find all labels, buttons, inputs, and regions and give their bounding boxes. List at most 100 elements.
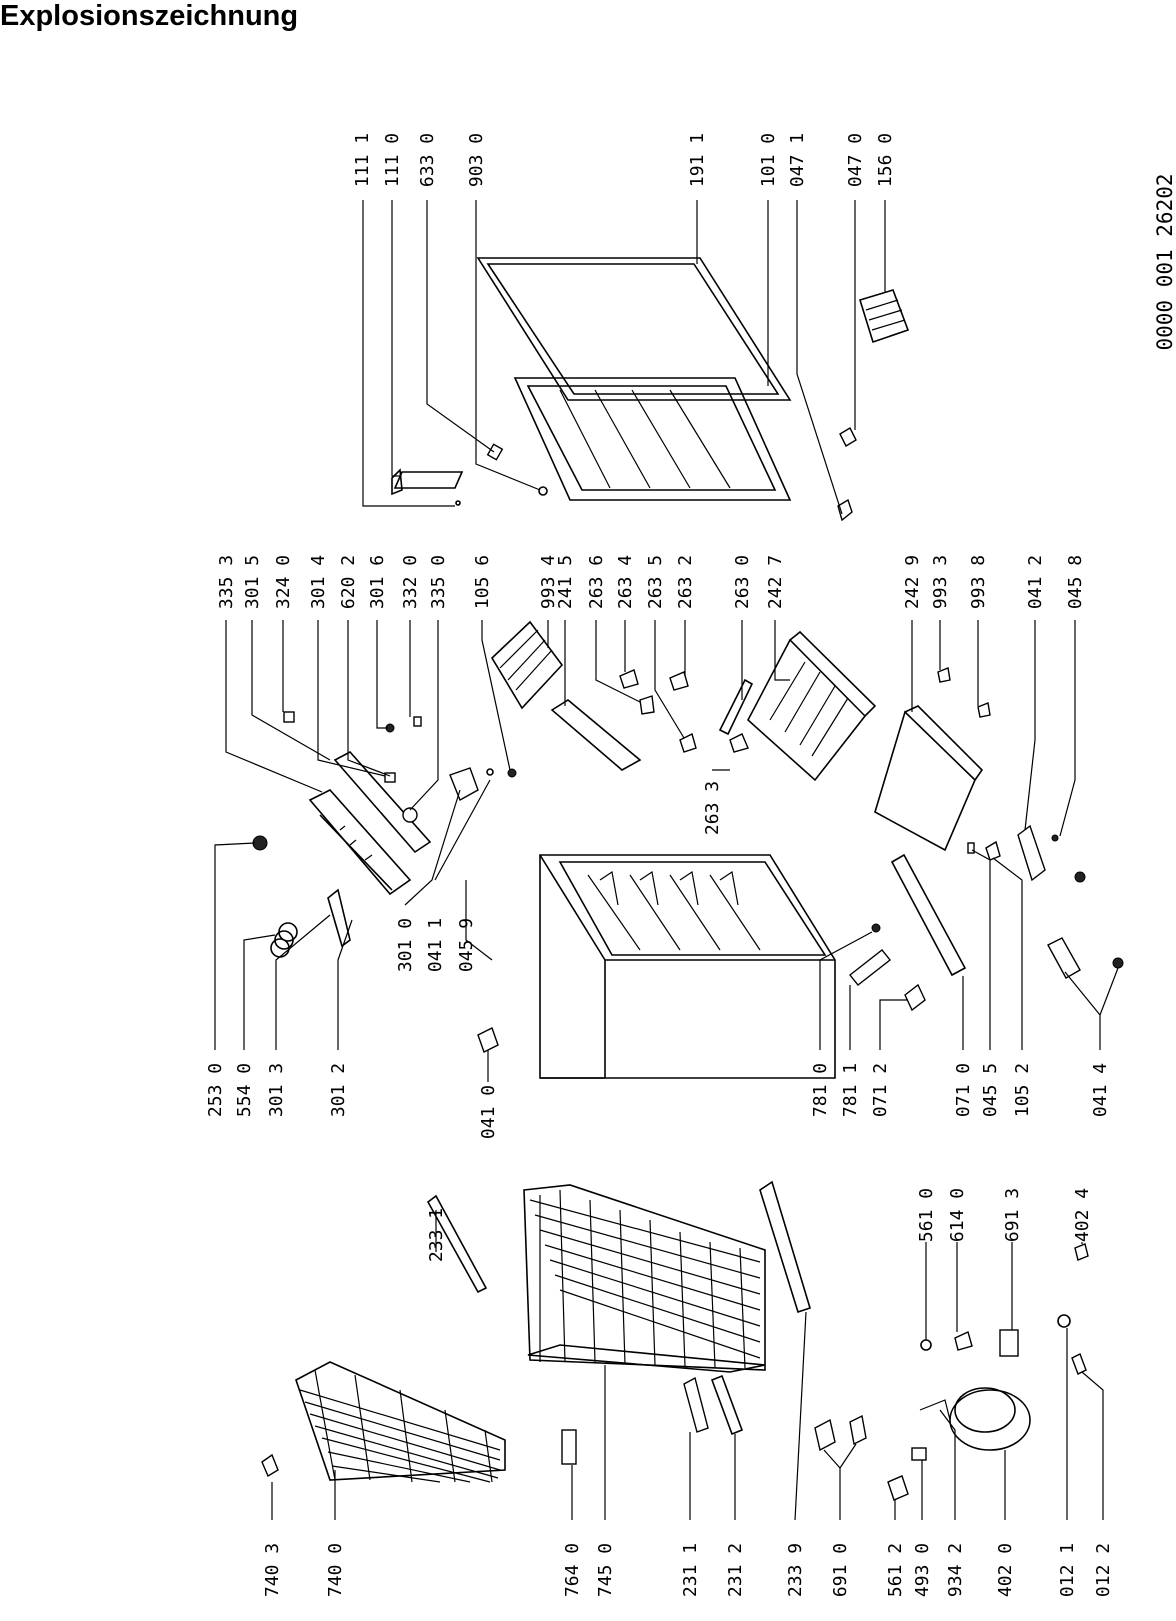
part-332 — [413, 716, 422, 727]
label-633-0: 633 0 — [417, 133, 438, 187]
label-263-0: 263 0 — [732, 555, 753, 609]
part-691-3 — [999, 1329, 1019, 1357]
ice-tray — [858, 289, 910, 344]
label-764-0: 764 0 — [562, 1543, 583, 1597]
labels-door: 111 1 111 0 633 0 903 0 191 1 101 0 047 … — [352, 133, 896, 187]
label-231-1: 231 1 — [680, 1543, 701, 1597]
label-041-0: 041 0 — [478, 1085, 499, 1139]
label-324-0: 324 0 — [273, 555, 294, 609]
clip-691-0a — [814, 1418, 836, 1452]
label-993-8: 993 8 — [968, 555, 989, 609]
door-handle — [391, 468, 464, 506]
label-402-4: 402 4 — [1072, 1188, 1093, 1242]
condenser — [295, 1361, 506, 1483]
label-101-0: 101 0 — [758, 133, 779, 187]
front-strip — [890, 853, 967, 977]
part-402-4 — [1074, 1243, 1089, 1261]
spring-554 — [270, 922, 298, 958]
label-191-1: 191 1 — [687, 133, 708, 187]
part-993-8 — [977, 702, 991, 718]
part-231-1 — [683, 1376, 709, 1433]
label-263-2: 263 2 — [675, 555, 696, 609]
part-993-3 — [937, 667, 951, 683]
label-402-0: 402 0 — [995, 1543, 1016, 1597]
hinge-041-0 — [477, 1027, 499, 1053]
label-231-2: 231 2 — [725, 1543, 746, 1597]
label-691-0: 691 0 — [830, 1543, 851, 1597]
part-263-6 — [639, 695, 655, 715]
part-740-3 — [261, 1453, 279, 1478]
label-332-0: 332 0 — [400, 555, 421, 609]
part-561-0 — [920, 1339, 932, 1351]
cover-071-2 — [904, 983, 926, 1012]
label-301-6: 301 6 — [367, 555, 388, 609]
label-233-1: 233 1 — [426, 1208, 447, 1262]
label-071-0: 071 0 — [953, 1063, 974, 1117]
label-263-4: 263 4 — [615, 555, 636, 609]
label-041-4: 041 4 — [1090, 1063, 1111, 1117]
label-301-5: 301 5 — [242, 555, 263, 609]
drawer-242-9 — [874, 705, 984, 852]
part-263-0 — [718, 678, 754, 736]
label-111-1: 111 1 — [352, 133, 373, 187]
cabinet-parts — [214, 620, 1124, 1082]
thermostat-knob — [402, 807, 418, 823]
label-301-0: 301 0 — [395, 918, 416, 972]
label-105-6: 105 6 — [472, 555, 493, 609]
label-301-2: 301 2 — [328, 1063, 349, 1117]
label-047-0: 047 0 — [845, 133, 866, 187]
label-047-1: 047 1 — [787, 133, 808, 187]
part-324 — [283, 711, 295, 723]
part-045-5 — [967, 842, 975, 854]
dryer-764-0 — [561, 1429, 577, 1465]
shelf-241-5 — [550, 699, 642, 771]
labels-cooling: 233 1 561 0 614 0 691 3 402 4 740 3 740 … — [262, 1188, 1114, 1597]
label-233-9: 233 9 — [785, 1543, 806, 1597]
label-301-3: 301 3 — [266, 1063, 287, 1117]
part-903 — [538, 486, 548, 496]
label-335-0: 335 0 — [428, 555, 449, 609]
part-263-5 — [679, 732, 697, 753]
door-parts — [362, 200, 910, 522]
part-045-8 — [1051, 834, 1059, 842]
label-554-0: 554 0 — [234, 1063, 255, 1117]
part-620 — [384, 772, 396, 783]
labels-cabinet: 335 3 301 5 324 0 301 4 620 2 301 6 332 … — [205, 555, 1111, 1139]
label-740-0: 740 0 — [325, 1543, 346, 1597]
label-045-9: 045 9 — [456, 918, 477, 972]
label-012-2: 012 2 — [1093, 1543, 1114, 1597]
part-105-6 — [507, 768, 517, 778]
part-231-2 — [710, 1374, 744, 1436]
label-993-4: 993 4 — [538, 555, 559, 609]
label-263-3: 263 3 — [702, 781, 723, 835]
clip-691-0b — [849, 1414, 867, 1446]
door-gasket — [476, 257, 792, 401]
label-242-9: 242 9 — [902, 555, 923, 609]
label-561-2: 561 2 — [885, 1543, 906, 1597]
foot — [1074, 871, 1086, 883]
label-253-0: 253 0 — [205, 1063, 226, 1117]
page-title: Explosionszeichnung — [0, 0, 299, 32]
part-561-2 — [887, 1475, 909, 1501]
label-745-0: 745 0 — [595, 1543, 616, 1597]
vent-781-1 — [849, 949, 891, 986]
bar-233-1 — [426, 1194, 488, 1294]
part-263-3 — [729, 733, 749, 753]
cabinet — [539, 854, 836, 1079]
hinge-047-1 — [837, 498, 853, 522]
panel-cover — [333, 750, 432, 854]
hinge-041-2 — [1017, 824, 1046, 882]
document-id: 0000 001 26202 — [1153, 173, 1176, 350]
bar-233-9 — [759, 1180, 811, 1314]
label-993-3: 993 3 — [930, 555, 951, 609]
part-012-1 — [1057, 1314, 1071, 1328]
part-012-2 — [1071, 1353, 1087, 1375]
bracket-301-3 — [327, 888, 351, 948]
part-493-0 — [911, 1447, 927, 1461]
label-903-0: 903 0 — [466, 133, 487, 187]
label-561-0: 561 0 — [916, 1188, 937, 1242]
label-263-5: 263 5 — [645, 555, 666, 609]
hinge-041-1 — [449, 767, 479, 801]
part-263-4 — [619, 669, 639, 689]
label-242-7: 242 7 — [765, 555, 786, 609]
